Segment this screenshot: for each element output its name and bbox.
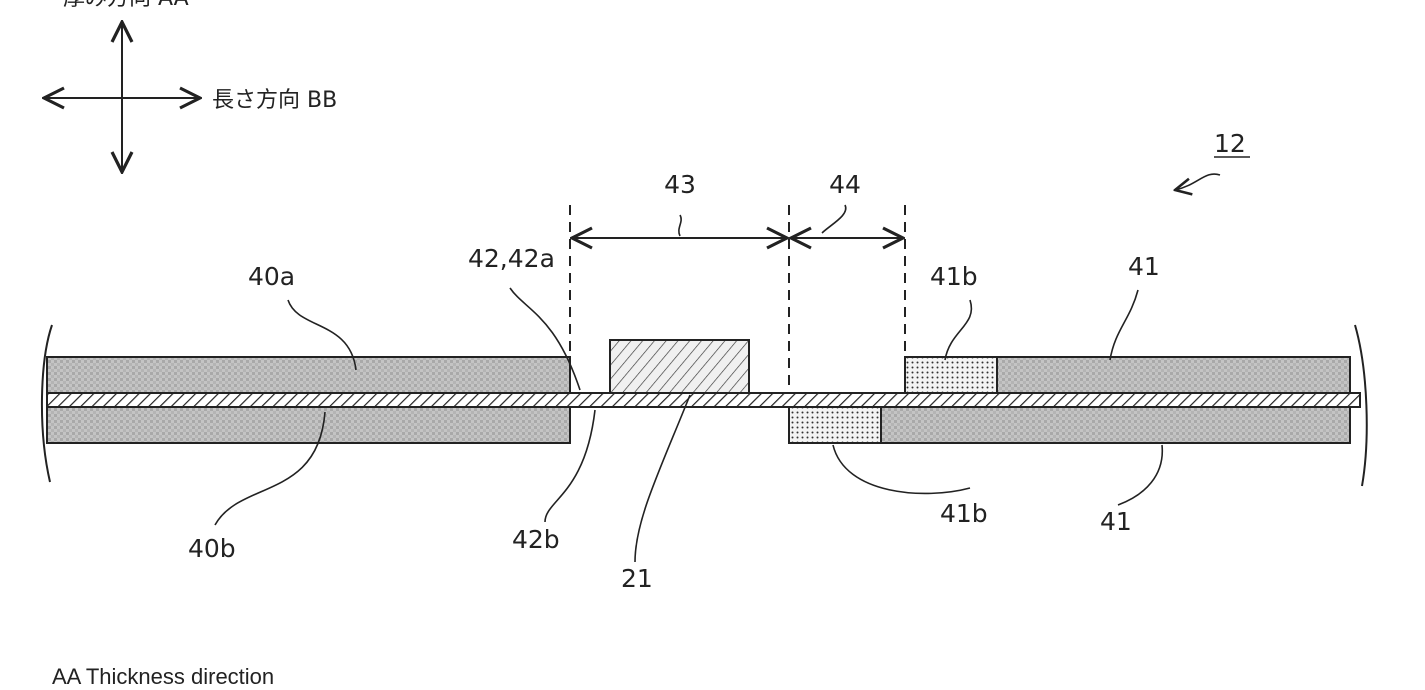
leader-41b-bottom: [833, 445, 970, 493]
leader-41b-top: [945, 300, 971, 360]
figure-reference: 12: [1175, 129, 1250, 190]
component-21: [610, 340, 749, 393]
label-42b: 42b: [512, 525, 560, 554]
label-40b: 40b: [188, 534, 236, 563]
layer-41-bottom: [881, 407, 1350, 443]
dimension-43-label: 43: [664, 170, 696, 199]
layer-41-top: [997, 357, 1350, 393]
figure-ref-leader: [1175, 174, 1220, 190]
dimension-44-label: 44: [829, 170, 861, 199]
label-42-42a: 42,42a: [468, 244, 555, 273]
layer-41b-top: [905, 357, 997, 393]
label-41-top: 41: [1128, 252, 1160, 281]
label-41-bottom: 41: [1100, 507, 1132, 536]
dimension-43-leader: [679, 215, 681, 236]
direction-indicator: 厚み方向 AA 長さ方向 BB: [44, 0, 337, 172]
dimension-44-leader: [822, 205, 846, 233]
figure-ref-label: 12: [1214, 129, 1246, 158]
label-21: 21: [621, 564, 653, 593]
thickness-direction-label: 厚み方向 AA: [63, 0, 189, 11]
layer-42: [47, 393, 1360, 407]
leader-41-bottom: [1118, 445, 1162, 505]
layer-40a: [47, 357, 570, 393]
label-41b-bottom: 41b: [940, 499, 988, 528]
layer-41b-bottom: [789, 407, 881, 443]
legend-note: AA Thickness direction: [52, 664, 274, 690]
leader-21: [635, 395, 690, 562]
length-direction-label: 長さ方向 BB: [212, 88, 337, 113]
layer-40b: [47, 407, 570, 443]
label-40a: 40a: [248, 262, 295, 291]
label-41b-top: 41b: [930, 262, 978, 291]
leader-41-top: [1110, 290, 1138, 360]
